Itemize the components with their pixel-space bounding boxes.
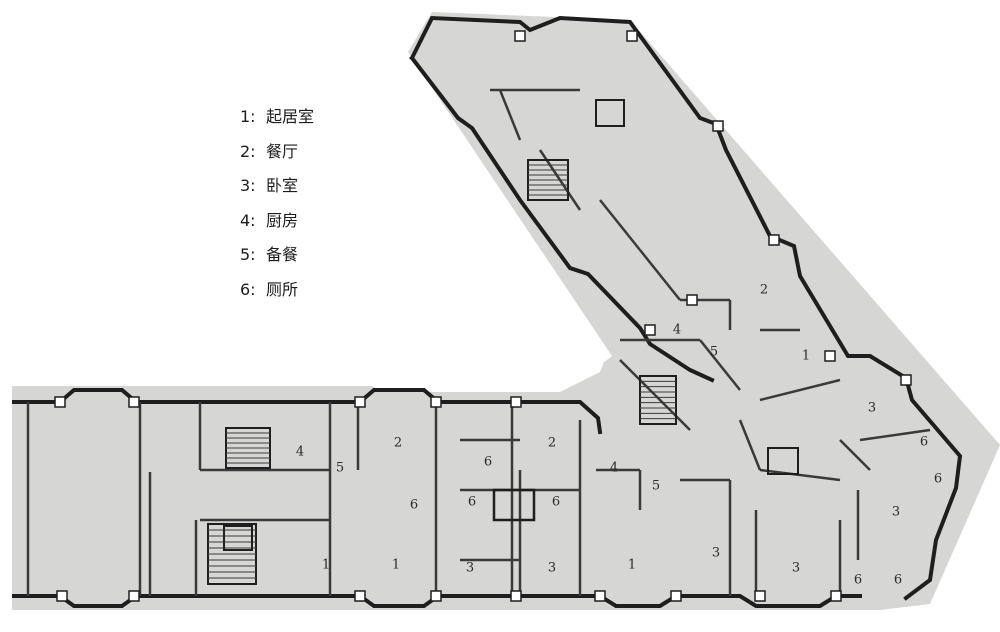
interior-wall xyxy=(759,378,841,402)
room-label: 1 xyxy=(322,558,330,573)
room-label: 3 xyxy=(792,561,800,576)
room-label: 4 xyxy=(610,461,618,476)
paper-background xyxy=(12,12,1000,610)
column-marker xyxy=(128,590,140,602)
legend-item: 3:卧室 xyxy=(240,176,299,195)
interior-wall xyxy=(839,439,871,471)
interior-wall xyxy=(759,468,841,482)
room-label: 6 xyxy=(484,455,492,470)
interior-wall xyxy=(599,199,641,251)
elevator-shaft xyxy=(223,525,253,551)
elevator-shaft xyxy=(595,99,625,127)
column-marker xyxy=(510,590,522,602)
interior-wall xyxy=(619,359,691,431)
room-label: 6 xyxy=(468,495,476,510)
room-label: 3 xyxy=(868,401,876,416)
column-marker xyxy=(670,590,682,602)
column-marker xyxy=(354,590,366,602)
column-marker xyxy=(354,396,366,408)
column-marker xyxy=(514,30,526,42)
column-marker xyxy=(594,590,606,602)
room-label: 5 xyxy=(710,345,718,360)
room-label: 2 xyxy=(548,436,556,451)
interior-wall xyxy=(498,89,522,141)
interior-wall xyxy=(738,419,762,471)
room-label: 2 xyxy=(394,436,402,451)
room-labels: 1 1 3 3 1 3 3 2 2 4 5 6 6 6 6 4 5 2 4 5 1 3 6 6 3 6 6 xyxy=(296,283,942,588)
column-marker xyxy=(712,120,724,132)
legend-item: 4:厨房 xyxy=(240,210,299,230)
room-label: 6 xyxy=(854,573,862,588)
room-label: 6 xyxy=(934,472,942,487)
legend-item: 2:餐厅 xyxy=(240,141,299,161)
room-label: 1 xyxy=(392,558,400,573)
column-marker xyxy=(824,350,836,362)
stair-core-center xyxy=(639,375,677,425)
column-marker xyxy=(430,590,442,602)
room-label: 3 xyxy=(892,505,900,520)
room-label: 6 xyxy=(894,573,902,588)
interior-wall xyxy=(859,428,931,442)
room-label: 4 xyxy=(673,323,681,338)
column-marker xyxy=(626,30,638,42)
room-label: 1 xyxy=(802,349,810,364)
outer-wall-diagonal-east xyxy=(409,15,963,601)
elevator-shaft xyxy=(767,447,799,475)
outer-wall-diagonal-west xyxy=(409,55,715,383)
column-marker xyxy=(686,294,698,306)
column-marker xyxy=(430,396,442,408)
room-label: 5 xyxy=(336,461,344,476)
room-label: 6 xyxy=(920,435,928,450)
shaft-box xyxy=(492,488,536,522)
legend-item: 1:起居室 xyxy=(240,107,315,126)
column-marker xyxy=(900,374,912,386)
room-label: 3 xyxy=(712,546,720,561)
room-label: 5 xyxy=(652,479,660,494)
column-marker xyxy=(56,590,68,602)
interior-details xyxy=(26,30,931,602)
room-label: 6 xyxy=(410,498,418,513)
legend: 1:起居室 2:餐厅 3:卧室 4:厨房 5:备餐 6:厕所 xyxy=(240,100,314,307)
legend-item: 5:备餐 xyxy=(240,245,299,264)
column-marker xyxy=(128,396,140,408)
room-label: 6 xyxy=(552,495,560,510)
column-marker xyxy=(54,396,66,408)
outer-wall-north xyxy=(12,388,603,435)
column-marker xyxy=(830,590,842,602)
building-footprint xyxy=(12,12,1000,610)
column-marker xyxy=(644,324,656,336)
column-marker xyxy=(510,396,522,408)
interior-wall xyxy=(639,249,681,301)
room-label: 3 xyxy=(466,561,474,576)
column-marker xyxy=(754,590,766,602)
interior-wall xyxy=(699,339,741,391)
room-label: 3 xyxy=(548,561,556,576)
column-marker xyxy=(768,234,780,246)
legend-item: 6:厕所 xyxy=(240,279,299,299)
room-label: 2 xyxy=(760,283,768,298)
room-label: 4 xyxy=(296,445,304,460)
room-label: 1 xyxy=(628,558,636,573)
